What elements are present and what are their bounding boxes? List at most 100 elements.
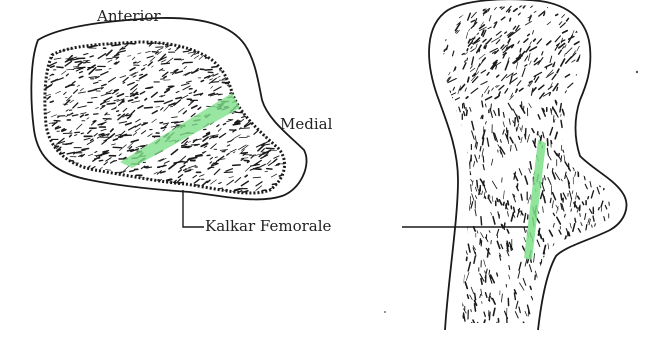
hatch-stroke bbox=[176, 71, 183, 73]
hatch-stroke bbox=[543, 178, 544, 184]
hatch-stroke bbox=[499, 92, 500, 95]
hatch-stroke bbox=[48, 79, 50, 80]
hatch-stroke bbox=[500, 2, 507, 8]
hatch-stroke bbox=[241, 159, 243, 161]
hatch-stroke bbox=[245, 56, 247, 57]
hatch-stroke bbox=[519, 307, 520, 313]
hatch-stroke bbox=[580, 119, 581, 121]
hatch-stroke bbox=[131, 111, 135, 115]
hatch-stroke bbox=[475, 142, 476, 147]
hatch-stroke bbox=[598, 124, 602, 132]
hatch-stroke bbox=[580, 27, 584, 29]
hatch-stroke bbox=[466, 32, 468, 38]
hatch-stroke bbox=[217, 125, 219, 127]
hatch-stroke bbox=[519, 169, 522, 175]
hatch-stroke bbox=[243, 145, 246, 147]
hatch-stroke bbox=[251, 156, 253, 158]
hatch-stroke bbox=[128, 83, 135, 86]
hatch-stroke bbox=[487, 73, 489, 76]
hatch-stroke bbox=[111, 187, 118, 192]
hatch-stroke bbox=[484, 320, 485, 324]
hatch-stroke bbox=[494, 4, 498, 9]
hatch-stroke bbox=[562, 12, 567, 17]
hatch-stroke bbox=[81, 115, 84, 117]
hatch-stroke bbox=[493, 308, 495, 315]
cross-section-outline bbox=[31, 18, 306, 199]
hatch-stroke bbox=[582, 35, 586, 39]
hatch-stroke bbox=[140, 74, 143, 75]
hatch-stroke bbox=[90, 175, 93, 176]
hatch-stroke bbox=[453, 87, 454, 90]
hatch-stroke bbox=[468, 262, 470, 271]
hatch-stroke bbox=[581, 223, 582, 226]
hatch-stroke bbox=[248, 85, 255, 86]
hatch-stroke bbox=[564, 1, 568, 8]
hatch-stroke bbox=[445, 96, 449, 99]
hatch-stroke bbox=[508, 201, 509, 205]
hatch-stroke bbox=[460, 304, 461, 311]
hatch-stroke bbox=[224, 151, 226, 152]
hatch-stroke bbox=[452, 97, 453, 99]
hatch-stroke bbox=[459, 107, 461, 112]
hatch-stroke bbox=[591, 76, 597, 81]
hatch-stroke bbox=[611, 35, 617, 39]
hatch-stroke bbox=[466, 250, 468, 254]
hatch-stroke bbox=[477, 231, 478, 233]
hatch-stroke bbox=[161, 108, 163, 110]
hatch-stroke bbox=[183, 51, 188, 52]
hatch-stroke bbox=[284, 173, 291, 174]
hatch-stroke bbox=[184, 169, 187, 170]
hatch-stroke bbox=[597, 261, 599, 267]
hatch-stroke bbox=[66, 110, 68, 112]
hatch-stroke bbox=[115, 179, 121, 181]
hatch-stroke bbox=[450, 148, 451, 151]
hatch-stroke bbox=[274, 156, 279, 158]
hatch-stroke bbox=[580, 213, 581, 216]
hatch-stroke bbox=[485, 271, 486, 273]
hatch-stroke bbox=[503, 53, 506, 55]
hatch-stroke bbox=[448, 239, 450, 247]
hatch-stroke bbox=[149, 44, 151, 46]
hatch-stroke bbox=[607, 268, 608, 271]
hatch-stroke bbox=[439, 54, 444, 59]
hatch-stroke bbox=[67, 183, 74, 184]
hatch-stroke bbox=[502, 7, 505, 9]
hatch-stroke bbox=[567, 316, 568, 320]
hatch-stroke bbox=[129, 182, 131, 183]
hatch-stroke bbox=[484, 260, 486, 267]
hatch-stroke bbox=[605, 206, 607, 210]
hatch-stroke bbox=[597, 3, 598, 7]
hatch-stroke bbox=[530, 327, 532, 333]
hatch-stroke bbox=[537, 39, 541, 44]
hatch-stroke bbox=[104, 162, 108, 165]
hatch-stroke bbox=[554, 119, 555, 122]
hatch-stroke bbox=[589, 279, 590, 288]
hatch-stroke bbox=[489, 198, 492, 203]
hatch-stroke bbox=[483, 181, 484, 185]
hatch-stroke bbox=[575, 201, 576, 207]
hatch-stroke bbox=[514, 9, 518, 12]
hatch-stroke bbox=[588, 312, 590, 316]
calcar-highlight-section bbox=[120, 93, 240, 168]
hatch-stroke bbox=[544, 256, 545, 258]
hatch-stroke bbox=[47, 97, 50, 100]
hatch-stroke bbox=[487, 38, 492, 44]
hatch-stroke bbox=[553, 246, 555, 252]
hatch-stroke bbox=[268, 60, 272, 62]
hatch-stroke bbox=[464, 112, 465, 116]
hatch-stroke bbox=[285, 65, 292, 68]
hatch-stroke bbox=[534, 254, 535, 263]
hatch-stroke bbox=[117, 94, 123, 97]
hatch-stroke bbox=[482, 94, 483, 97]
hatch-stroke bbox=[460, 85, 464, 90]
hatch-stroke bbox=[469, 204, 470, 210]
hatch-stroke bbox=[90, 56, 93, 57]
hatch-stroke bbox=[232, 113, 234, 114]
hatch-stroke bbox=[572, 31, 574, 35]
hatch-stroke bbox=[455, 7, 461, 12]
hatch-stroke bbox=[586, 128, 587, 134]
hatch-stroke bbox=[582, 316, 583, 321]
hatch-stroke bbox=[491, 212, 492, 215]
hatch-stroke bbox=[489, 298, 490, 302]
